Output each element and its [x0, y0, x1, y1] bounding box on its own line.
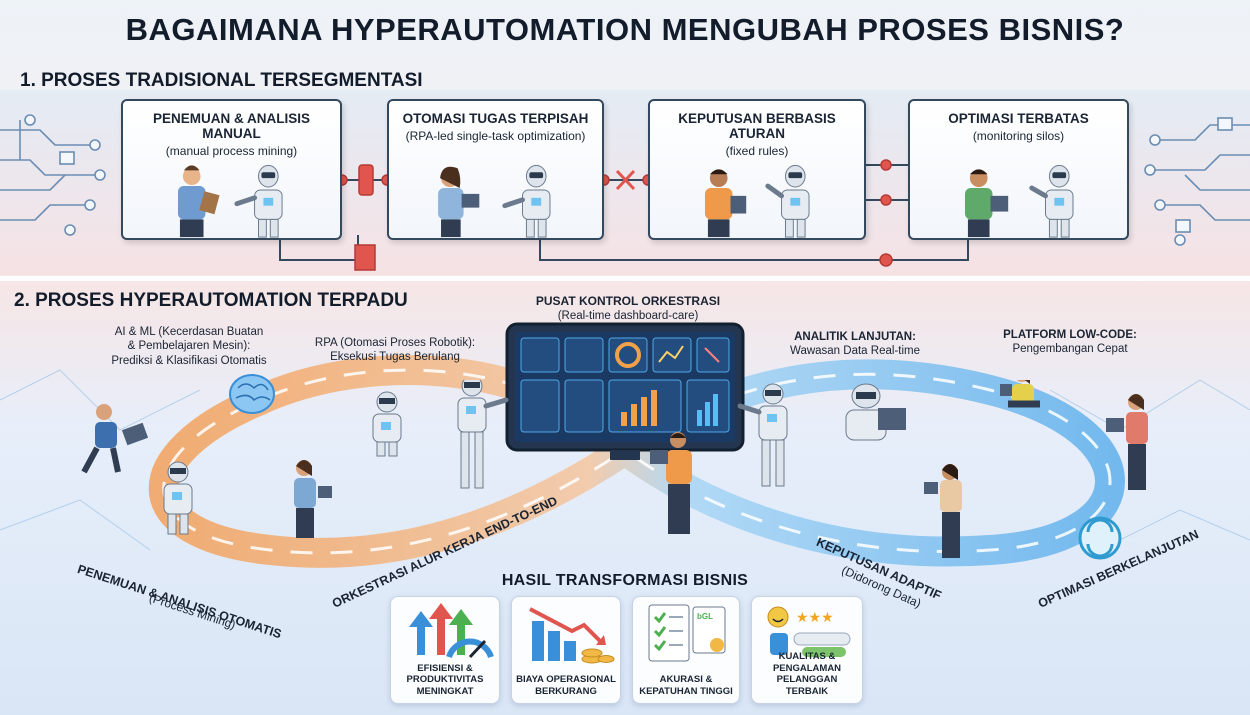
lowcode-title: PLATFORM LOW-CODE: [1003, 329, 1137, 341]
card-line1: EFISIENSI & [417, 662, 473, 674]
card-line1: KUALITAS & [778, 651, 836, 663]
rpa-line1: RPA (Otomasi Proses Robotik): [314, 337, 476, 349]
control-center-subtitle: (Real-time dashboard-care) [557, 310, 699, 322]
person-and-robot-illustration [704, 164, 810, 238]
lowcode-subtitle: Pengembangan Cepat [1012, 343, 1128, 356]
box-title: KEPUTUSAN BERBASIS ATURAN [678, 111, 836, 141]
ai-ml-line1: AI & ML (Kecerdasan Buatan [114, 326, 264, 338]
analytics-subtitle: Wawasan Data Real-time [790, 345, 920, 358]
section1-heading: 1. PROSES TRADISIONAL TERSEGMENTASI [20, 70, 423, 91]
svg-text:★★★: ★★★ [796, 609, 834, 625]
checklist-document-icon: bGL [648, 604, 726, 662]
robot-icon [502, 164, 551, 238]
box-title: OTOMASI TUGAS TERPISAH [402, 111, 589, 126]
analytics-title: ANALITIK LANJUTAN: [794, 331, 916, 343]
control-center-label: PUSAT KONTROL ORKESTRASI (Real-time dash… [528, 294, 728, 323]
page-title: BAGAIMANA HYPERAUTOMATION MENGUBAH PROSE… [125, 12, 1125, 47]
control-center-monitor [505, 322, 745, 460]
result-card-label: AKURASI & KEPATUHAN TINGGI [633, 674, 739, 697]
result-card-label: EFISIENSI & PRODUKTIVITAS MENINGKAT [391, 663, 499, 697]
result-card-label: KUALITAS & PENGALAMAN PELANGGAN TERBAIK [752, 651, 862, 697]
person-right-tablet-icon [924, 464, 962, 558]
dashboard-gauge-icon [615, 342, 641, 368]
loop-network-lines [0, 369, 1250, 551]
person-laptop-left-icon [81, 404, 149, 474]
ai-ml-label: AI & ML (Kecerdasan Buatan & Pembelajare… [84, 325, 294, 368]
robot-analytics-icon [845, 383, 906, 441]
result-card-cost: BIAYA OPERASIONAL BERKURANG [511, 596, 621, 704]
result-card-efficiency: EFISIENSI & PRODUKTIVITAS MENINGKAT [390, 596, 500, 704]
person-and-robot-illustration [964, 164, 1074, 238]
growth-arrows-gauge-icon [409, 603, 494, 659]
refresh-cycle-icon [1078, 516, 1122, 560]
card-line1: AKURASI & [659, 674, 713, 686]
ai-ml-line3: Prediksi & Klasifikasi Otomatis [111, 354, 267, 367]
process-box-limited-optimization: OPTIMASI TERBATAS (monitoring silos) [908, 99, 1129, 240]
ai-brain-icon [229, 374, 275, 414]
rpa-label: RPA (Otomasi Proses Robotik): Eksekusi T… [300, 336, 490, 365]
section-divider [0, 276, 1250, 281]
customer-satisfaction-icon: ★★★ [767, 606, 851, 657]
box-subtitle: (monitoring silos) [972, 129, 1065, 143]
box-subtitle: (fixed rules) [725, 144, 789, 158]
result-card-label: BIAYA OPERASIONAL BERKURANG [512, 674, 620, 697]
card-line3: MENINGKAT [416, 685, 474, 697]
person-tablet-left-icon [294, 460, 332, 538]
rpa-line2: Eksekusi Tugas Berulang [330, 351, 460, 364]
process-box-rule-based-decision: KEPUTUSAN BERBASIS ATURAN (fixed rules) [648, 99, 866, 240]
circuit-right-decoration [1144, 117, 1250, 246]
card-line2: KEPATUHAN TINGGI [639, 685, 733, 697]
section2-heading: 2. PROSES HYPERAUTOMATION TERPADU [14, 290, 408, 311]
robot-left-icon [163, 461, 193, 535]
card-line3: PELANGGAN TERBAIK [776, 674, 838, 697]
section1-connectors [279, 159, 969, 271]
process-box-isolated-automation: OTOMASI TUGAS TERPISAH (RPA-led single-t… [387, 99, 604, 240]
person-icon [704, 169, 747, 238]
person-center-tablet-icon [650, 432, 692, 534]
box-subtitle: (manual process mining) [165, 144, 298, 158]
robot-icon [765, 164, 810, 238]
person-laptop-right-icon [1106, 394, 1148, 490]
robot-rpa-icon [372, 391, 402, 457]
box-title: OPTIMASI TERBATAS [948, 111, 1089, 126]
svg-text:bGL: bGL [697, 612, 713, 621]
result-card-accuracy: bGL AKURASI & KEPATUHAN TINGGI [632, 596, 740, 704]
person-sitting-icon [1000, 380, 1040, 408]
lowcode-label: PLATFORM LOW-CODE: Pengembangan Cepat [990, 328, 1150, 357]
analytics-label: ANALITIK LANJUTAN: Wawasan Data Real-tim… [770, 330, 940, 359]
loop-figures [81, 380, 1148, 560]
person-icon [177, 165, 220, 238]
result-card-quality: ★★★ KUALITAS & PENGALAMAN PELANGGAN TERB… [751, 596, 863, 704]
person-and-robot-illustration [177, 164, 283, 238]
card-line2: PRODUKTIVITAS [406, 674, 484, 686]
robot-center-right-icon [737, 383, 788, 487]
person-and-robot-illustration [438, 164, 551, 238]
control-center-title: PUSAT KONTROL ORKESTRASI [535, 294, 721, 308]
person-icon [964, 169, 1009, 238]
card-line1: BIAYA OPERASIONAL [516, 674, 616, 686]
ai-ml-line2: & Pembelajaren Mesin): [127, 340, 251, 353]
card-line2: BERKURANG [535, 685, 597, 697]
results-heading: HASIL TRANSFORMASI BISNIS [501, 572, 749, 589]
card-line2: PENGALAMAN [772, 662, 842, 674]
box-subtitle: (RPA-led single-task optimization) [405, 129, 586, 143]
person-icon [438, 166, 480, 238]
circuit-left-decoration [0, 114, 106, 236]
process-box-manual-discovery: PENEMUAN & ANALISIS MANUAL (manual proce… [121, 99, 342, 240]
dashboard-bars-icon [621, 390, 657, 426]
robot-center-left-icon [457, 380, 509, 489]
robot-icon [234, 164, 283, 238]
box-title: PENEMUAN & ANALISIS MANUAL [152, 111, 310, 141]
cost-down-chart-icon [529, 607, 615, 664]
robot-icon [1029, 164, 1074, 238]
